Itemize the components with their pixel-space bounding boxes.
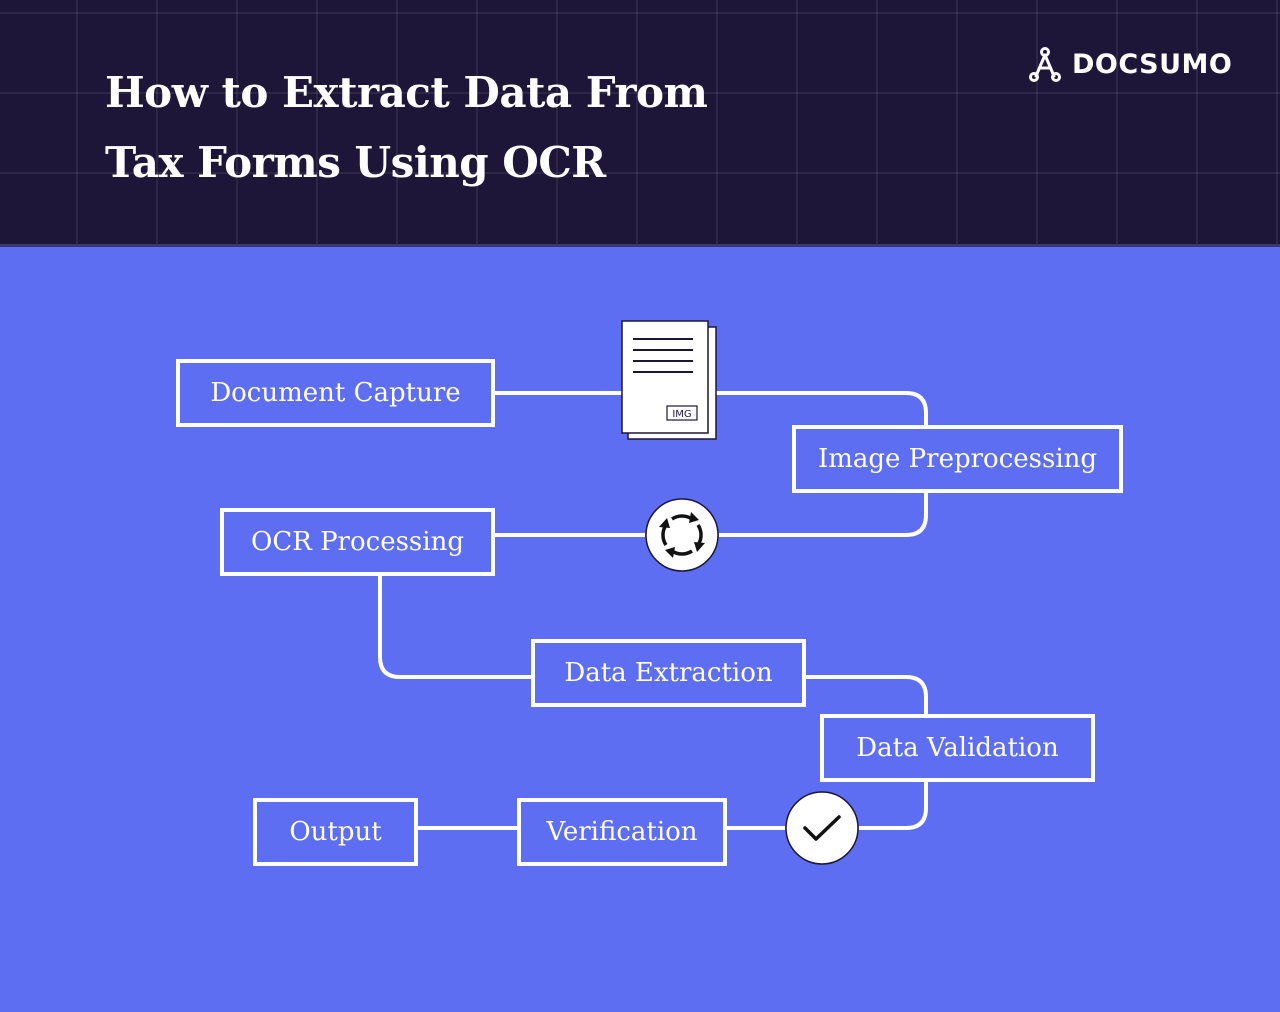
connector-lines [378, 391, 928, 830]
brand-logo: DOCSUMO [1028, 44, 1232, 84]
logo-text: DOCSUMO [1072, 48, 1233, 80]
step-document-capture: Document Capture [176, 359, 495, 427]
docsumo-logo-icon [1029, 47, 1061, 82]
refresh-cycle-icon [645, 498, 719, 572]
step-output: Output [253, 798, 418, 866]
title-line-1: How to Extract Data From [105, 68, 708, 117]
connector-preprocessing-to-refresh [719, 491, 928, 537]
title-line-2: Tax Forms Using OCR [105, 138, 606, 187]
checkmark-icon [785, 791, 859, 865]
connector-ocr-to-extraction [378, 575, 533, 679]
header-banner: How to Extract Data From Tax Forms Using… [0, 0, 1280, 244]
document-stack-icon: IMG [621, 320, 717, 440]
connector-doc-to-preprocessing [716, 391, 928, 428]
step-data-validation: Data Validation [820, 714, 1095, 782]
connector-validation-to-check [859, 780, 928, 830]
connector-extraction-to-validation [804, 675, 928, 716]
document-icon-label: IMG [672, 409, 691, 420]
step-image-preprocessing: Image Preprocessing [792, 425, 1123, 493]
step-data-extraction: Data Extraction [531, 639, 806, 707]
step-verification: Verification [517, 798, 727, 866]
flow-diagram-area: Document Capture Image Preprocessing OCR… [0, 247, 1280, 1012]
page-title: How to Extract Data From Tax Forms Using… [105, 58, 745, 198]
step-ocr-processing: OCR Processing [220, 508, 495, 576]
header-divider [0, 244, 1280, 247]
